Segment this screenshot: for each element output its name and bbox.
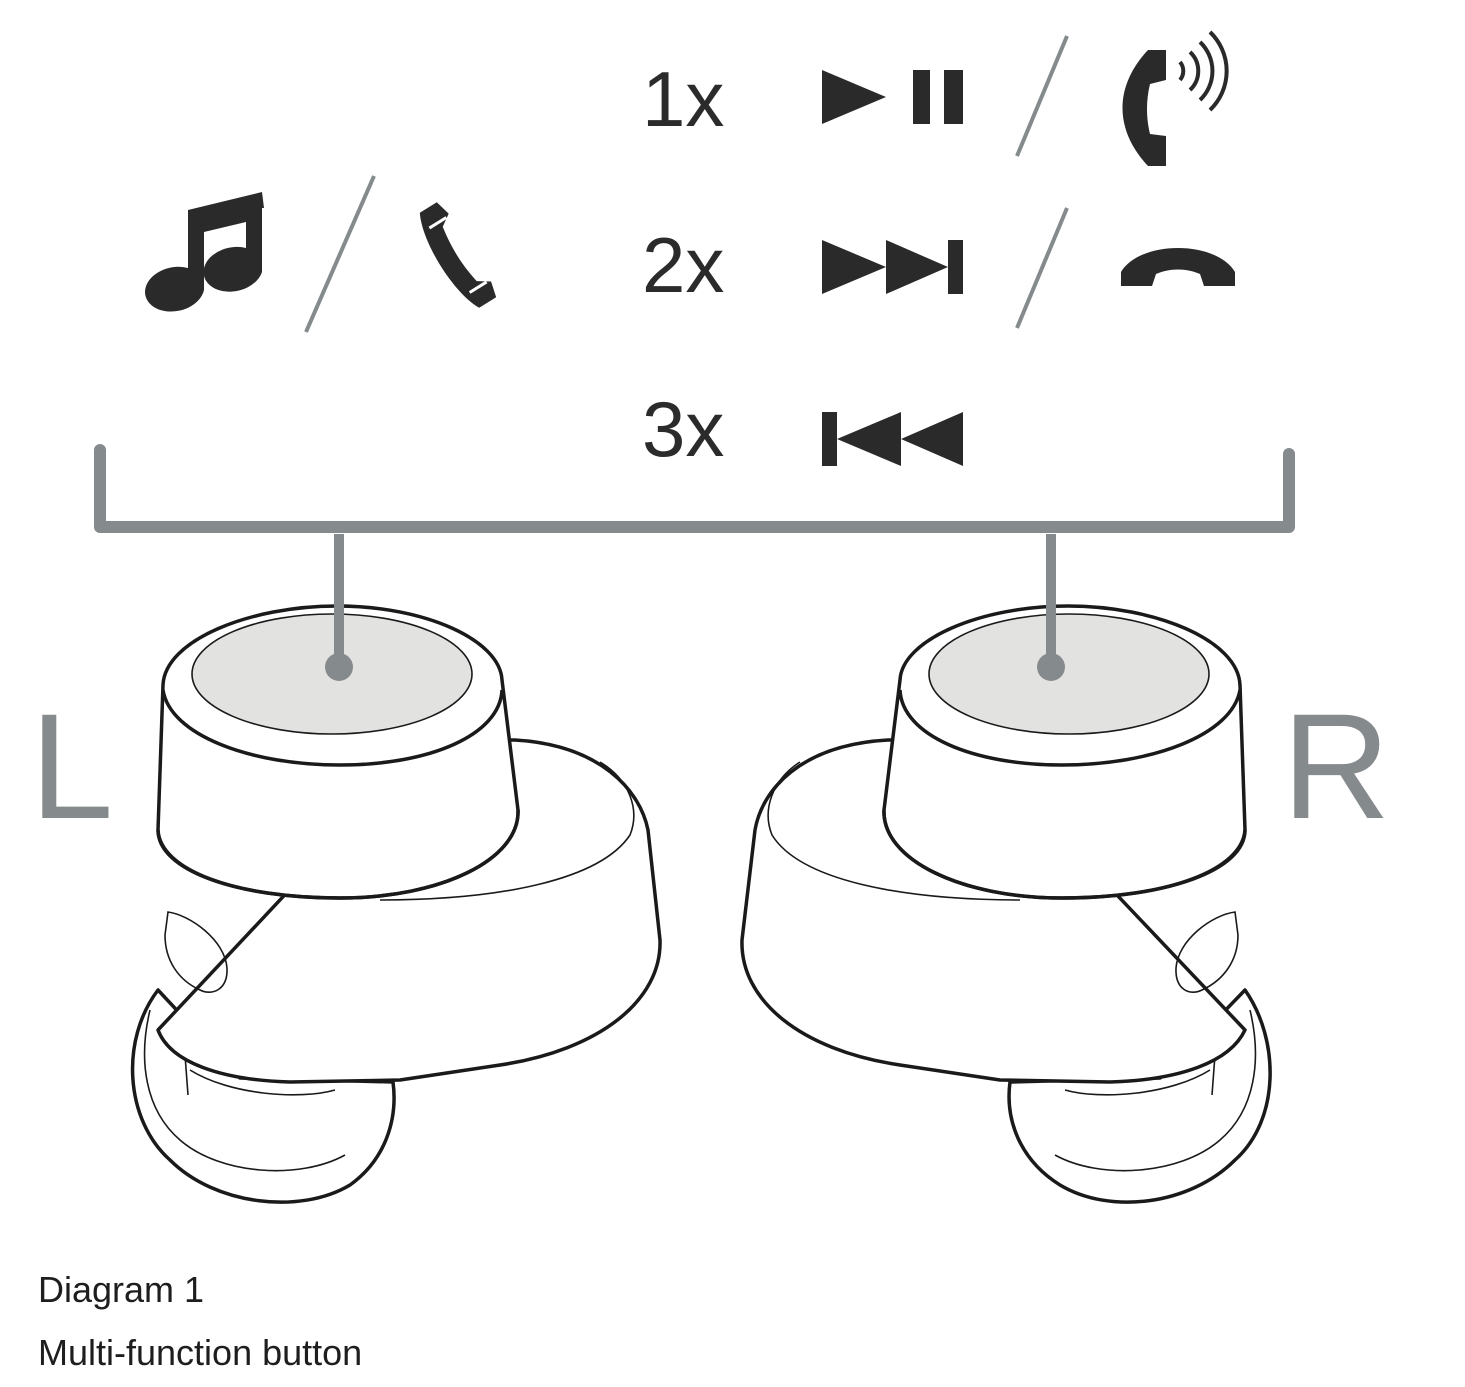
diagram-title: Diagram 1 — [38, 1269, 205, 1310]
right-earbud — [740, 534, 1272, 1204]
end-call-icon — [1121, 248, 1235, 286]
right-earbud-label: R — [1282, 682, 1390, 850]
diagram-subtitle: Multi-function button — [38, 1332, 363, 1373]
answer-call-icon — [1122, 30, 1229, 166]
slash-divider — [1015, 207, 1069, 329]
tap-count-1x: 1x — [642, 55, 724, 143]
phone-icon — [419, 202, 497, 308]
right-touch-pad — [928, 613, 1210, 735]
tap-count-2x: 2x — [642, 221, 724, 309]
slash-divider — [1015, 35, 1069, 157]
bracket-line — [94, 444, 1295, 533]
play-pause-icon — [822, 70, 963, 124]
left-earbud-label: L — [30, 682, 113, 850]
music-note-icon — [145, 192, 264, 312]
slash-divider — [304, 175, 376, 333]
previous-track-icon — [822, 412, 963, 466]
left-earbud — [130, 534, 662, 1204]
tap-count-3x: 3x — [642, 385, 724, 473]
next-track-icon — [822, 240, 963, 294]
